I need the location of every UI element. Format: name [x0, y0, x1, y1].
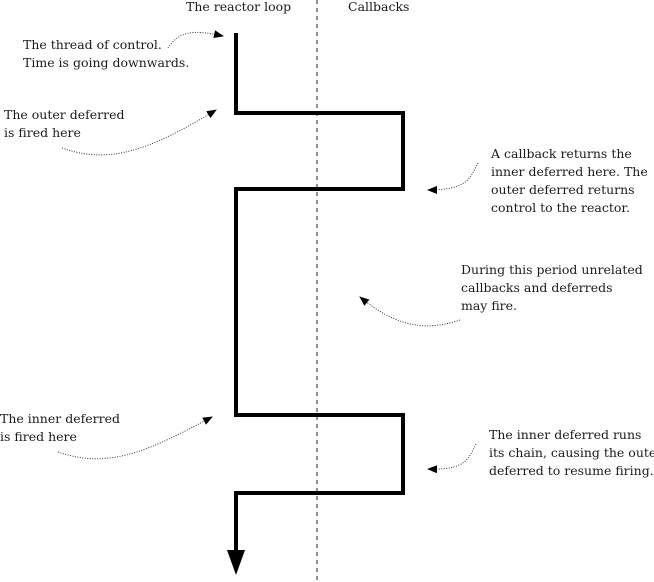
thread-pointer-arrow: [167, 30, 224, 49]
inner-fired-annotation: The inner deferred is fired here: [0, 411, 120, 444]
unrelated-pointer-arrow: [359, 296, 461, 327]
thread-arrowhead-icon: [227, 550, 245, 575]
unrelated-annotation: During this period unrelated callbacks a…: [461, 262, 643, 313]
callback-returns-annotation: A callback returns the inner deferred he…: [491, 146, 648, 215]
callbacks-header: Callbacks: [348, 0, 410, 14]
callback-returns-pointer-arrow: [427, 162, 479, 194]
outer-fired-annotation: The outer deferred is fired here: [4, 107, 125, 140]
inner-runs-pointer-arrow: [427, 443, 477, 474]
thread-annotation: The thread of control. Time is going dow…: [23, 37, 190, 70]
reactor-loop-header: The reactor loop: [186, 0, 292, 14]
thread-of-control-path: [234, 33, 405, 552]
inner-runs-annotation: The inner deferred runs its chain, causi…: [489, 427, 654, 478]
